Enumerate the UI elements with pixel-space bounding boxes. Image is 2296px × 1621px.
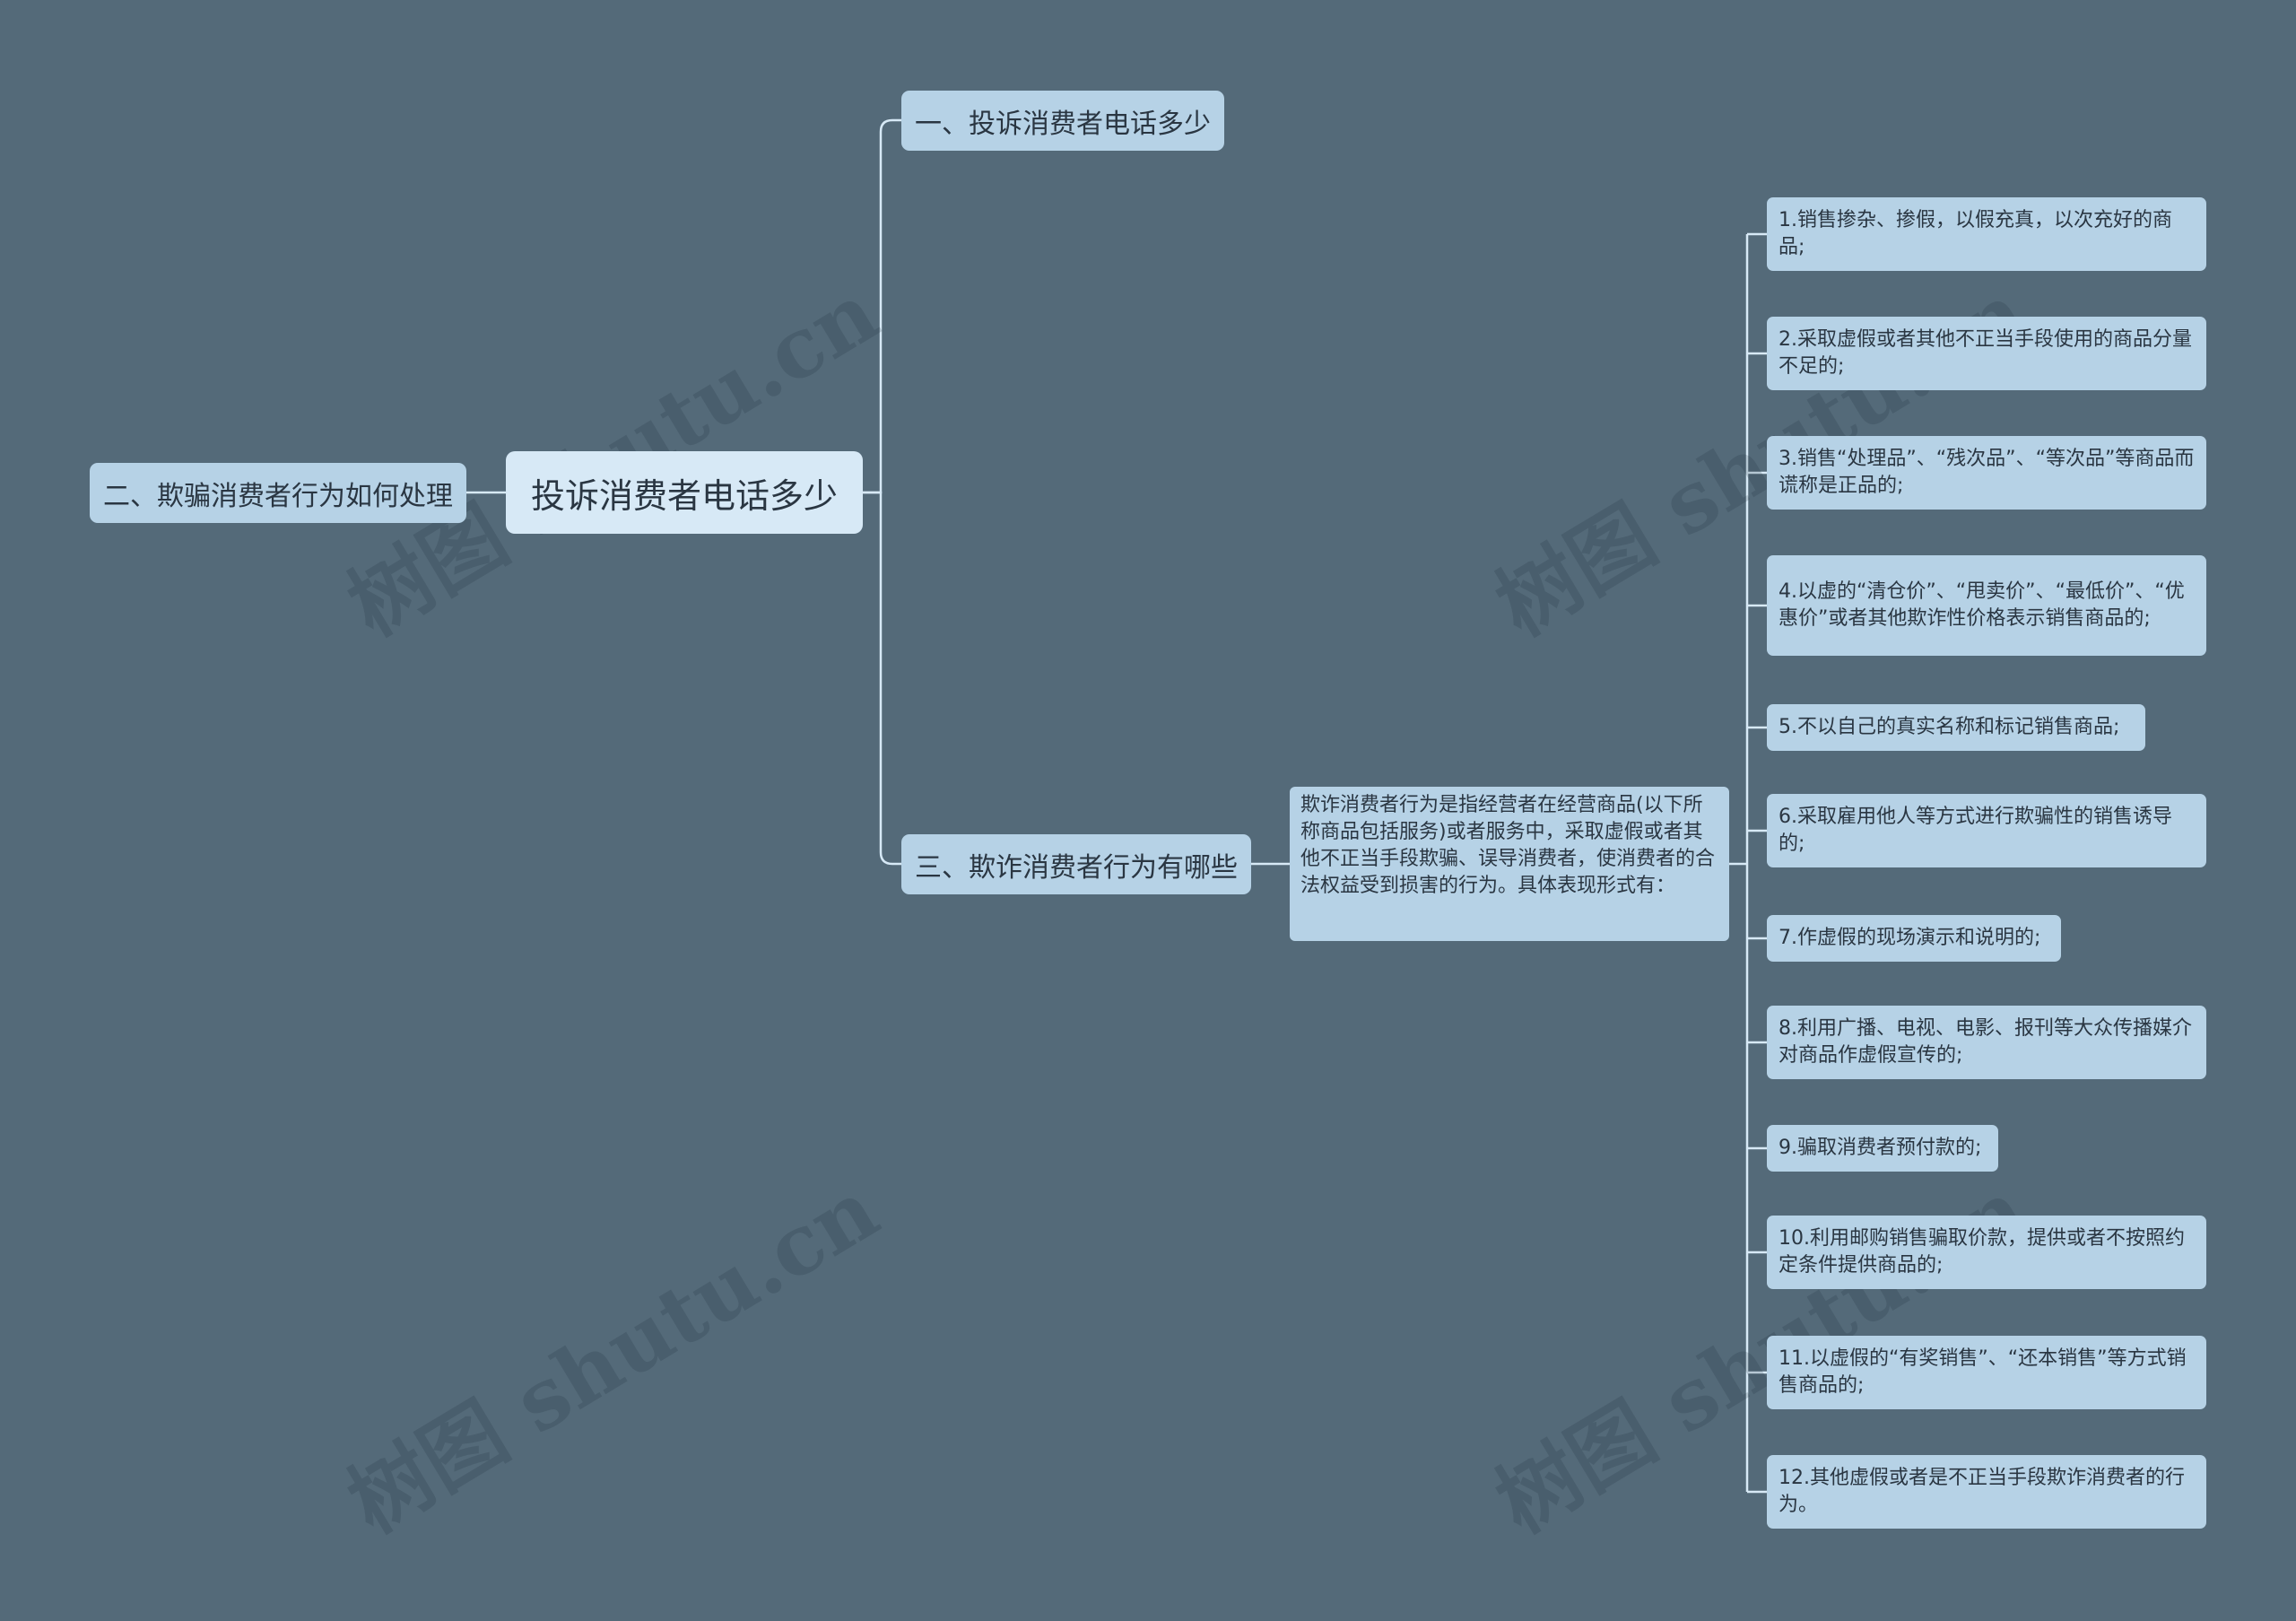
link-root-top bbox=[863, 118, 901, 494]
fraud-item-node[interactable]: 5.不以自己的真实名称和标记销售商品; bbox=[1767, 704, 2145, 751]
branch-handling[interactable]: 二、欺骗消费者行为如何处理 bbox=[90, 463, 466, 523]
fraud-item-node[interactable]: 7.作虚假的现场演示和说明的; bbox=[1767, 915, 2061, 962]
fraud-item-node[interactable]: 9.骗取消费者预付款的; bbox=[1767, 1125, 1998, 1172]
branch-complaint-phone[interactable]: 一、投诉消费者电话多少 bbox=[901, 91, 1224, 151]
fraud-item-node[interactable]: 6.采取雇用他人等方式进行欺骗性的销售诱导的; bbox=[1767, 794, 2206, 867]
fraud-item-node[interactable]: 2.采取虚假或者其他不正当手段使用的商品分量不足的; bbox=[1767, 317, 2206, 390]
fraud-item-node[interactable]: 3.销售“处理品”、“残次品”、“等次品”等商品而谎称是正品的; bbox=[1767, 436, 2206, 510]
fraud-item-node[interactable]: 10.利用邮购销售骗取价款，提供或者不按照约定条件提供商品的; bbox=[1767, 1216, 2206, 1289]
fraud-item-node[interactable]: 4.以虚的“清仓价”、“甩卖价”、“最低价”、“优惠价”或者其他欺诈性价格表示销… bbox=[1767, 555, 2206, 656]
fraud-item-node[interactable]: 12.其他虚假或者是不正当手段欺诈消费者的行为。 bbox=[1767, 1455, 2206, 1529]
branch-fraud-behaviors[interactable]: 三、欺诈消费者行为有哪些 bbox=[901, 834, 1251, 894]
link-root-middle bbox=[863, 491, 901, 866]
fraud-item-node[interactable]: 1.销售掺杂、掺假，以假充真，以次充好的商品; bbox=[1767, 197, 2206, 271]
fraud-item-node[interactable]: 8.利用广播、电视、电影、报刊等大众传播媒介对商品作虚假宣传的; bbox=[1767, 1006, 2206, 1079]
root-topic[interactable]: 投诉消费者电话多少 bbox=[506, 451, 863, 534]
fraud-item-node[interactable]: 11.以虚假的“有奖销售”、“还本销售”等方式销售商品的; bbox=[1767, 1336, 2206, 1409]
fraud-definition-node[interactable]: 欺诈消费者行为是指经营者在经营商品(以下所称商品包括服务)或者服务中，采取虚假或… bbox=[1290, 787, 1729, 941]
